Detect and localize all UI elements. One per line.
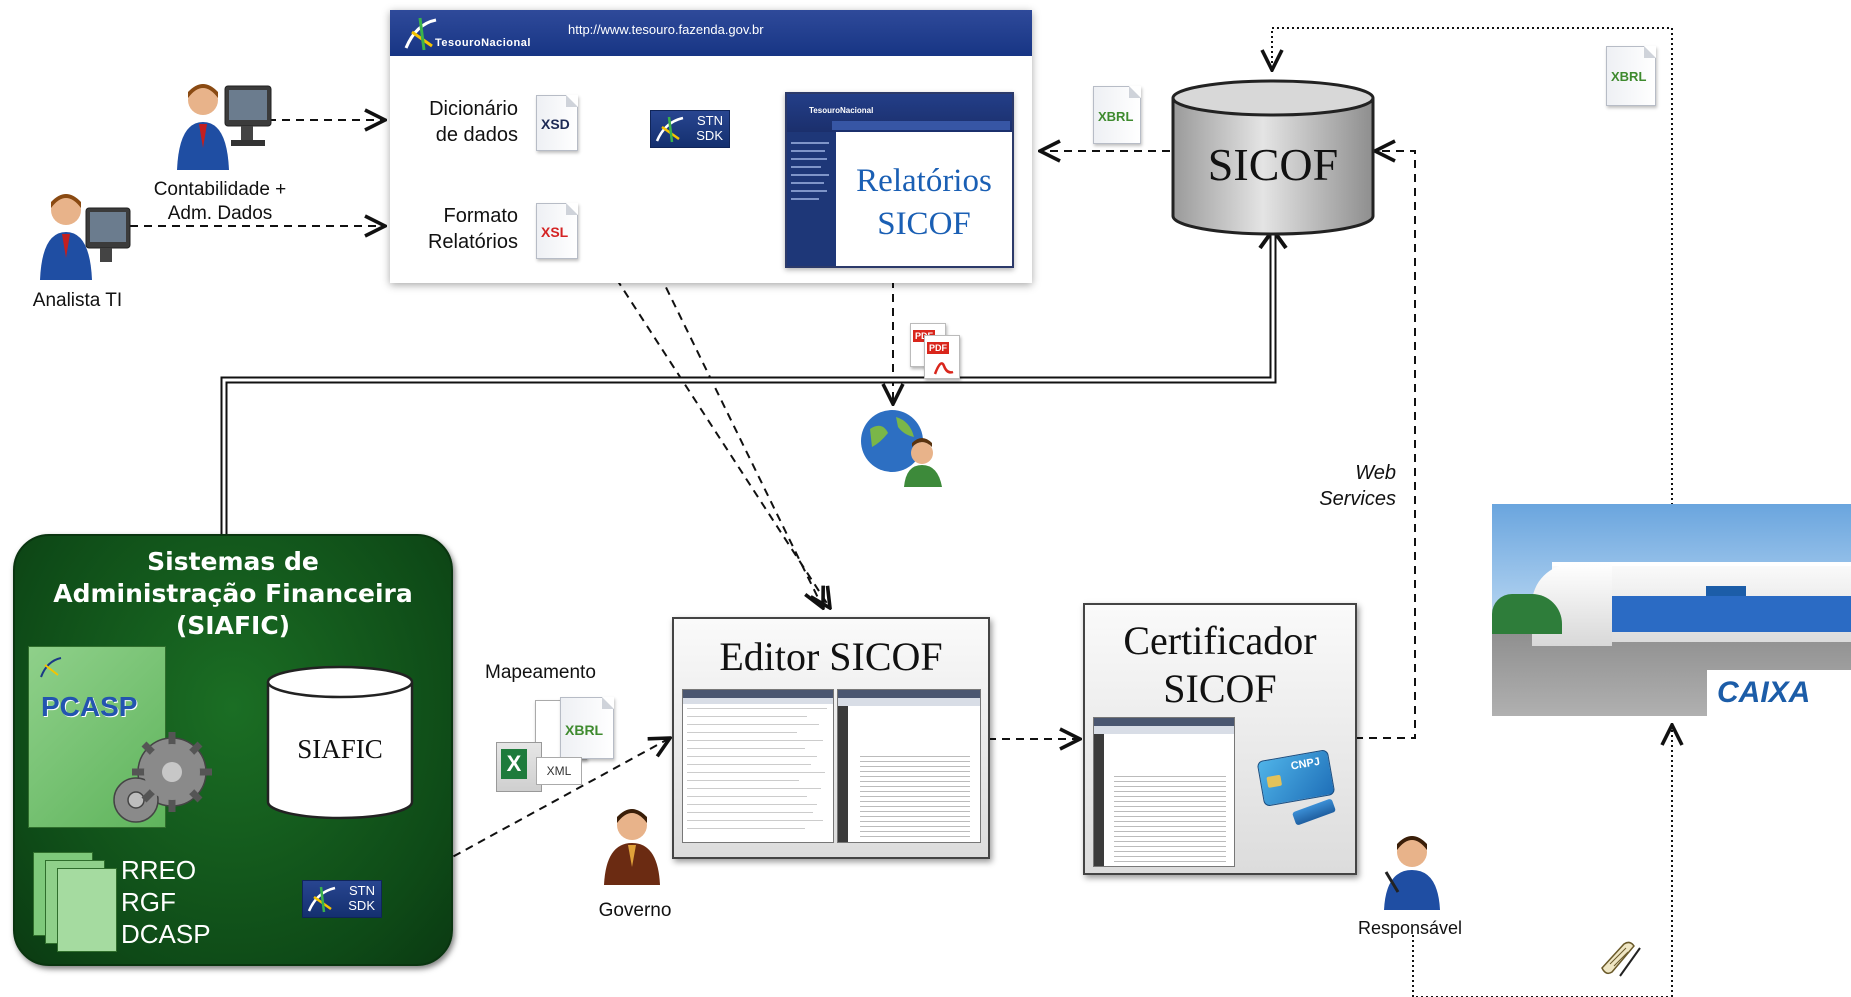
certificador-screenshot [1093, 717, 1235, 867]
report-dcasp: DCASP [121, 919, 211, 949]
analista-user-icon [40, 194, 131, 280]
certificador-sicof-box: Certificador SICOF CNPJ [1083, 603, 1357, 875]
certificate-scroll-icon [1601, 941, 1641, 977]
caixa-brand-text: CAIXA [1717, 676, 1811, 709]
sdk-line2: SDK [696, 128, 723, 143]
cnpj-card-icon: CNPJ [1256, 749, 1336, 807]
xsl-file-icon: XSL [536, 203, 578, 259]
relatorios-line2: SICOF [877, 206, 971, 242]
web-services-line1: Web [1355, 462, 1396, 484]
xsd-tag: XSD [541, 116, 570, 132]
siafic-db-label: SIAFIC [297, 734, 383, 764]
siafic-title-line2: Administração Financeira [53, 579, 413, 608]
contabilidade-label: Contabilidade + Adm. Dados [130, 178, 310, 226]
analista-label: Analista TI [32, 290, 123, 311]
governo-label: Governo [598, 900, 672, 921]
responsavel-label: Responsável [1357, 918, 1463, 938]
dicionario-label: Dicionário de dados [418, 96, 518, 148]
dotted-return-loop [1412, 935, 1672, 997]
gears-icon [113, 732, 212, 823]
relatorios-line1: Relatórios [856, 163, 992, 199]
siafic-title-line3: (SIAFIC) [175, 611, 291, 640]
globe-user-icon [861, 410, 942, 487]
xsd-file-icon: XSD [536, 95, 578, 151]
report-rreo: RREO [121, 855, 197, 885]
web-services-label: Web Services [1290, 460, 1396, 512]
dicionario-line1: Dicionário [429, 98, 518, 120]
sdk-line1: STN [697, 113, 723, 128]
tesouro-logo-text: TesouroNacional [435, 37, 531, 49]
editor-screenshot-right [837, 689, 981, 843]
contabilidade-line1: Contabilidade + [153, 179, 287, 200]
formato-line1: Formato [443, 205, 518, 227]
xbrl-tag: XBRL [1611, 69, 1647, 84]
pdf-file-icon: PDF [924, 335, 960, 379]
relatorios-site-thumbnail: TesouroNacional Relatórios SICOF [785, 92, 1014, 268]
stn-sdk-badge-top: STN SDK [650, 110, 730, 148]
responsavel-user-icon [1384, 836, 1440, 910]
tesouro-logo-icon [655, 116, 684, 143]
contabilidade-user-icon [177, 84, 272, 170]
contabilidade-line2: Adm. Dados [167, 203, 273, 224]
mini-site-header: TesouroNacional [787, 94, 1012, 132]
editor-title: Editor SICOF [719, 634, 943, 679]
report-rgf: RGF [121, 887, 176, 917]
governo-user-icon [604, 809, 660, 885]
pdf-tag: PDF [927, 342, 949, 354]
formato-line2: Relatórios [427, 231, 518, 253]
editor-sicof-box: Editor SICOF [672, 617, 990, 859]
siafic-database [266, 665, 414, 820]
tesouro-logo-icon [39, 655, 63, 679]
formato-label: Formato Relatórios [418, 203, 518, 255]
web-services-line2: Services [1319, 488, 1396, 510]
certificador-line2: SICOF [1163, 666, 1277, 711]
relatorios-sicof-text: Relatórios SICOF [835, 160, 1013, 246]
xml-tag: XML [536, 757, 582, 785]
mini-site-sidebar [787, 132, 836, 266]
tesouro-logo-icon [404, 17, 437, 51]
siafic-container: Sistemas de Administração Financeira (SI… [13, 534, 453, 966]
sicof-db-label: SICOF [1207, 139, 1339, 190]
siafic-title: Sistemas de Administração Financeira (SI… [15, 546, 451, 642]
sdk-line1: STN [349, 883, 375, 898]
tesouro-url[interactable]: http://www.tesouro.fazenda.gov.br [568, 22, 764, 37]
dotted-caixa-sicof [1272, 27, 1673, 505]
report-book-icon [57, 868, 117, 952]
xbrl-tag: XBRL [1098, 109, 1134, 124]
xbrl-file-icon-mapping: XBRL [560, 697, 614, 759]
report-list: RREO RGF DCASP [121, 854, 211, 950]
dicionario-line2: de dados [435, 124, 518, 146]
mapeamento-label: Mapeamento [485, 662, 596, 683]
usb-token-icon [1291, 798, 1337, 826]
siafic-title-line1: Sistemas de [147, 547, 319, 576]
sicof-database [1171, 79, 1375, 236]
caixa-logo: CAIXA [1707, 670, 1851, 716]
pcasp-label: PCASP [41, 691, 138, 722]
acrobat-icon [933, 362, 954, 375]
arrow-webservices-sicof [1355, 151, 1416, 739]
web-panel-header: TesouroNacional http://www.tesouro.fazen… [390, 10, 1032, 56]
stn-sdk-badge-siafic: STN SDK [302, 880, 382, 918]
arrow-sdk-editor [391, 738, 670, 891]
xbrl-tag: XBRL [565, 722, 604, 738]
arrow-xsl-editor [585, 231, 830, 608]
mini-logo: TesouroNacional [809, 106, 874, 115]
excel-icon: X [496, 742, 542, 792]
tesouro-logo-icon [307, 886, 336, 913]
sdk-line2: SDK [348, 898, 375, 913]
certificador-line1: Certificador [1123, 618, 1317, 663]
editor-screenshot-left [682, 689, 834, 843]
certificador-title: Certificador SICOF [1085, 617, 1355, 713]
cnpj-card-text: CNPJ [1289, 755, 1321, 773]
caixa-building-photo: CAIXA [1492, 504, 1851, 716]
xbrl-file-icon: XBRL [1093, 86, 1141, 144]
xbrl-file-icon-top-right: XBRL [1606, 46, 1656, 106]
xsl-tag: XSL [541, 224, 569, 240]
